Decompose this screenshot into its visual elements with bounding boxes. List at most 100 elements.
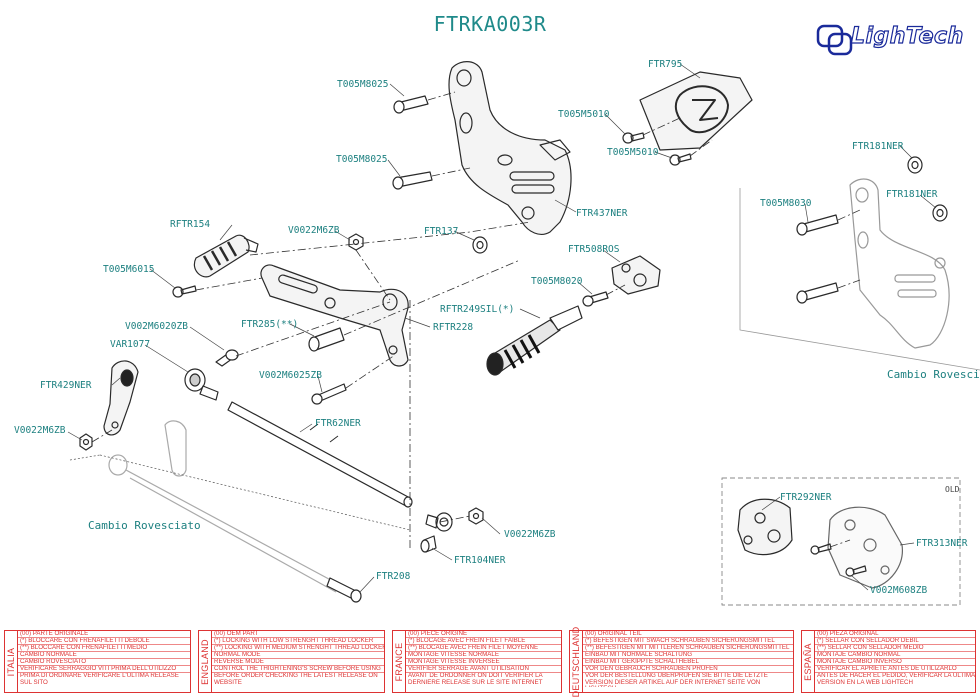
legend-country-espana: ESPAÑA (801, 630, 815, 693)
legend-line: (*) BLOCAGE AVEC FREIN FILET FAIBLE (406, 638, 561, 645)
plate-ftr508ros (611, 255, 661, 295)
bolt-t005m8025-b (392, 171, 433, 190)
plate-ftr292ner (737, 498, 793, 556)
callout-ftr208: FTR208 (376, 571, 411, 582)
legend-line: (*) SELLAR CON SELLADOR DEBIL (815, 638, 975, 645)
callout-t005m6015: T005M6015 (103, 264, 155, 275)
callout-rftr249sil: RFTR249SIL(*) (440, 304, 515, 315)
callout-t005m8030: T005M8030 (760, 198, 812, 209)
bolt-t005m8030 (796, 214, 839, 236)
callout-ftr137: FTR137 (424, 226, 459, 237)
legend-france: FRANCE (00) PIECE ORIGINE (*) BLOCAGE AV… (392, 630, 562, 693)
rod-end-var1077 (184, 368, 219, 401)
bolt-t005m5010-b (669, 153, 692, 166)
callout-ftr313ner: FTR313NER (916, 538, 968, 549)
legend-line: (*) LOCKING WITH LOW STRENGHT THREAD LOC… (212, 638, 384, 645)
legend-line: (**) LOCKING WITH MEDIUM STRENGHT THREAD… (212, 645, 384, 652)
spacer-ftr104ner (420, 535, 437, 553)
lightech-logo: LighTech (815, 20, 965, 60)
legend-line: (00) PIECE ORIGINE (406, 631, 561, 638)
legend-line: CAMBIO NORMALE (18, 652, 190, 659)
callout-ftr104ner: FTR104NER (454, 555, 506, 566)
legend-deutschland: DEUTSCHLAND (00) ORIGINAL TEIL (*) BEFES… (569, 626, 794, 697)
bolt-t005m5010-a (622, 132, 645, 144)
washer-ftr181ner-a (907, 156, 923, 174)
bolt-t005m8030-b (796, 282, 839, 304)
legend-line: BEFORE ORDER CHECKING THE LATEST RELEASE… (214, 673, 378, 686)
legend-line: (**) BLOCAGE AVEC FREIN FILET MOYENNE (406, 645, 561, 652)
bolt-v002m6020zb (215, 349, 239, 367)
legend-country-england: ENGLAND (198, 630, 212, 693)
bolt-v002m608zb (845, 565, 867, 577)
legend-line: (*) BLOCCARE CON FRENAFILETTI DEBOLE (18, 638, 190, 645)
callout-ftr292ner: FTR292NER (780, 492, 832, 503)
legend-line: PRIMA DI ORDINARE VERIFICARE L'ULTIMA RE… (20, 673, 179, 686)
rod-ftr208 (326, 577, 362, 603)
plate-ftr313ner (827, 506, 903, 589)
callout-var1077: VAR1077 (110, 339, 151, 350)
callout-t005m5010-b: T005M5010 (607, 147, 659, 158)
callout-t005m8020: T005M8020 (531, 276, 583, 287)
legend-line: MONTAJE CAMBIO INVERSO (815, 659, 975, 666)
washer-ftr181ner-b (932, 204, 948, 222)
bolt-v002m6025zb (311, 383, 347, 405)
callout-ftr181ner-a: FTR181NER (852, 141, 904, 152)
callout-ftr508ros: FTR508ROS (568, 244, 620, 255)
callout-v002m608zb: V002M608ZB (870, 585, 928, 596)
callout-ftr62ner: FTR62NER (315, 418, 361, 429)
legend-line: REVERSE MODE (212, 659, 384, 666)
caption-old: OLD (945, 485, 960, 494)
rod-end-lower (425, 512, 453, 532)
legend-line: CONTROL THE THIGHTENING'S SCREW BEFORE U… (212, 666, 384, 673)
lever-ftr429ner (103, 360, 139, 436)
callout-v0022m6zb-b: V0022M6ZB (14, 425, 66, 436)
legend-line: VOR DER BESTELLUNG ÜBERPRÜFEN SIE BITTE … (585, 673, 768, 687)
legend-line: MONTAGE VITESSE NORMALE (406, 652, 561, 659)
legend-line: EINBAU MIT GEKIPPTE SCHALTHEBEL (583, 659, 793, 666)
callout-rftr154: RFTR154 (170, 219, 211, 230)
callout-ftr437ner: FTR437NER (576, 208, 628, 219)
rod-ftr62ner (227, 401, 413, 508)
footpeg-rftr154 (193, 234, 259, 278)
legend-line: (**) SELLAR CON SELLADOR MEDIO (815, 645, 975, 652)
legend-line: VERIFICARE SERRAGGIO VITI PRIMA DELL'UTI… (18, 666, 190, 673)
heel-guard-ftr795 (639, 71, 753, 151)
legend-england: ENGLAND (00) OEM PART (*) LOCKING WITH L… (198, 630, 385, 693)
reverse-bracket-ghost (849, 178, 950, 349)
reverse-linkage-ghost (108, 420, 341, 593)
shift-lever-rftr228 (260, 264, 409, 367)
legend-country-france: FRANCE (392, 630, 406, 693)
callout-v0022m6zb-c: V0022M6ZB (504, 529, 556, 540)
callout-rftr228: RFTR228 (433, 322, 474, 333)
bolt-t005m6015 (172, 285, 197, 298)
bolt-t005m8025-a (393, 95, 429, 114)
legend-line: NORMAL MODE (212, 652, 384, 659)
legend-line: MONTAGE VITESSE INVERSEE (406, 659, 561, 666)
hanger-plate-ftr437ner (448, 61, 572, 235)
legend-line: CAMBIO ROVESCIATO (18, 659, 190, 666)
callout-v002m6025zb: V002M6025ZB (259, 370, 322, 381)
logo-mark-icon (816, 24, 853, 56)
callout-v0022m6zb-a: V0022M6ZB (288, 225, 340, 236)
legend-line: (**) BEFESTIGEN MIT MITTLEREN SCHRAUBEN … (583, 645, 793, 652)
legend-line: (00) OEM PART (212, 631, 384, 638)
legend-espana: ESPAÑA (00) PIEZA ORIGINAL (*) SELLAR CO… (801, 630, 976, 693)
legend-line: ANTES DE HACER EL PEDIDO, VERIFICAR LA U… (817, 673, 975, 686)
legend-line: VOR DEN GEBRAUCH SCHRAUBEN PRÜFEN (583, 666, 793, 673)
caption-cambio-rovesciato-left: Cambio Rovesciato (88, 519, 201, 532)
caption-cambio-rovesciato-right: Cambio Rovesciato (887, 368, 980, 381)
legend-country-italia: ITALIA (4, 630, 18, 693)
legend-footer: ITALIA (00) PARTE ORIGINALE (*) BLOCCARE… (0, 626, 980, 697)
callout-ftr795: FTR795 (648, 59, 683, 70)
legend-line: (00) PARTE ORIGINALE (18, 631, 190, 638)
nut-v0022m6zb-a (348, 233, 364, 251)
spacer-ftr137 (472, 236, 488, 254)
nut-v0022m6zb-b (79, 433, 93, 451)
legend-line: (*) BEFESTIGEN MIT SWACH SCHRAUBEN SICHE… (583, 638, 793, 645)
legend-line: MONTAJE CAMBIO NORMAL (815, 652, 975, 659)
legend-line: (**) BLOCCARE CON FRENAFILETTI MEDIO (18, 645, 190, 652)
legend-line: (00) PIEZA ORIGINAL (815, 631, 975, 638)
callout-ftr285: FTR285(**) (241, 319, 299, 330)
legend-line: VERIFICAR EL APRIETE ANTES DE UTILIZARLO (815, 666, 975, 673)
